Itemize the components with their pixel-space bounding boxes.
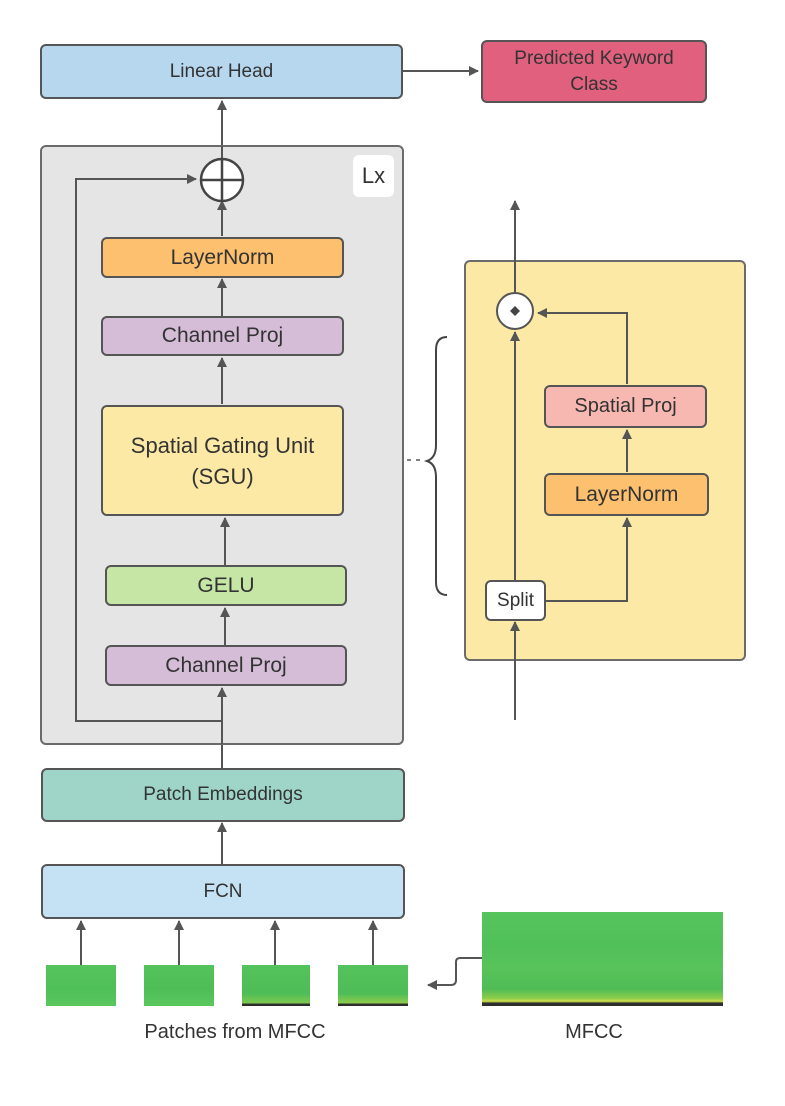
fcn-box: FCN (41, 864, 405, 919)
sgu-label: Spatial Gating Unit (SGU) (130, 432, 315, 489)
mfcc-patch-1 (46, 965, 116, 1006)
linear-head-box: Linear Head (40, 44, 403, 99)
repeat-count-badge: Lx (353, 155, 394, 197)
mfcc-caption: MFCC (565, 1021, 623, 1043)
linear-head-label: Linear Head (169, 60, 274, 82)
gelu-label: GELU (197, 573, 255, 597)
layernorm-label: LayerNorm (170, 245, 275, 269)
layernorm-box: LayerNorm (101, 237, 344, 278)
fcn-label: FCN (203, 880, 243, 902)
elementwise-multiply-icon (496, 292, 534, 330)
sgu-layernorm-label: LayerNorm (574, 482, 679, 506)
repeat-count-label: Lx (361, 163, 386, 188)
sgu-box: Spatial Gating Unit (SGU) (101, 405, 344, 516)
mfcc-spectrogram (482, 912, 723, 1006)
spatial-proj-box: Spatial Proj (544, 385, 707, 428)
predicted-class-box: Predicted Keyword Class (481, 40, 707, 103)
channel-proj-top-box: Channel Proj (101, 316, 344, 356)
gelu-box: GELU (105, 565, 347, 606)
mfcc-patch-4 (338, 965, 408, 1006)
channel-proj-bottom-label: Channel Proj (165, 653, 287, 677)
predicted-class-label: Predicted Keyword Class (514, 47, 674, 95)
arrow-mfcc-to-patches (427, 957, 482, 990)
channel-proj-bottom-box: Channel Proj (105, 645, 347, 686)
residual-add-icon (199, 157, 245, 203)
split-box: Split (485, 580, 546, 621)
split-label: Split (497, 589, 534, 611)
mfcc-patch-2 (144, 965, 214, 1006)
channel-proj-top-label: Channel Proj (161, 324, 284, 347)
spatial-proj-label: Spatial Proj (574, 395, 677, 417)
patches-caption: Patches from MFCC (144, 1021, 326, 1043)
mfcc-patch-3 (242, 965, 310, 1006)
sgu-layernorm-box: LayerNorm (544, 473, 709, 516)
patch-embeddings-box: Patch Embeddings (41, 768, 405, 822)
sgu-detail-brace (423, 336, 448, 596)
patch-embeddings-label: Patch Embeddings (143, 784, 303, 805)
